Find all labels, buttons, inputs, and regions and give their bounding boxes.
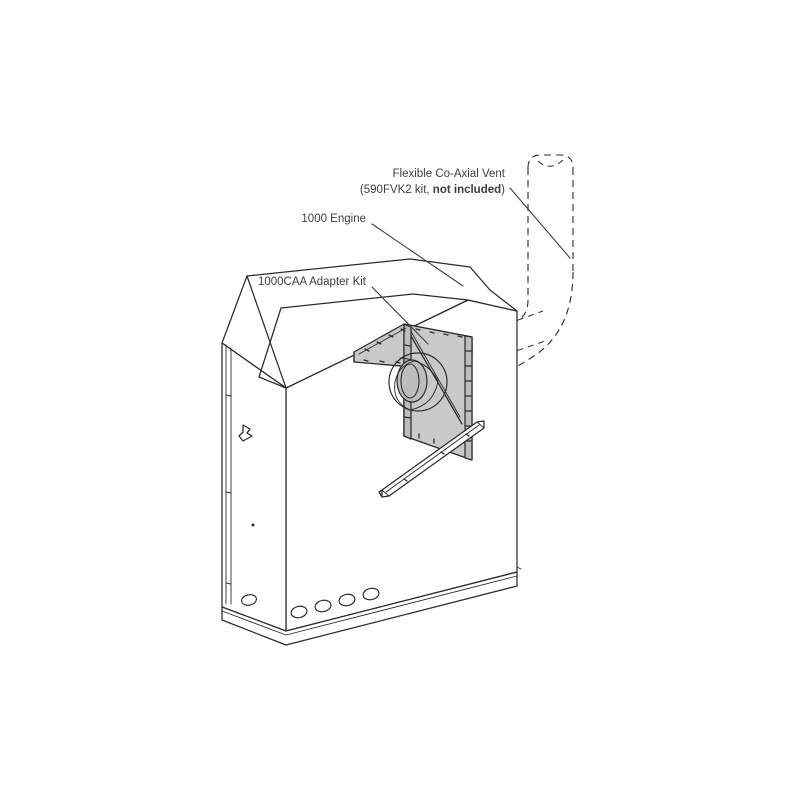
callout-adapter-label: 1000CAA Adapter Kit (258, 276, 367, 288)
collar-outer-ring (388, 352, 448, 412)
callout-engine-label: 1000 Engine (301, 213, 366, 225)
callout-leader-lines (371, 187, 571, 345)
cabinet-top-face (221, 258, 518, 389)
trim-rail-part (378, 420, 485, 498)
vent-hole (290, 605, 308, 619)
callout-vent-line2-prefix: (590FVK2 kit, (360, 184, 433, 196)
leader-engine (371, 223, 464, 287)
callout-vent-line2: (590FVK2 kit, not included) (360, 184, 505, 196)
leader-adapter (371, 286, 429, 345)
callout-labels: Flexible Co-Axial Vent (590FVK2 kit, not… (258, 168, 506, 288)
rivet-dot (251, 523, 255, 527)
leader-vent (509, 187, 571, 259)
cabinet-vent-holes (241, 587, 380, 619)
cabinet-left-face (221, 342, 287, 632)
vent-hole (314, 599, 332, 613)
vent-hole (362, 587, 380, 601)
vent-collar (388, 352, 448, 412)
callout-vent-line1: Flexible Co-Axial Vent (393, 168, 506, 180)
flame-symbol-icon (238, 424, 253, 442)
adapter-flange-screws-right (465, 350, 472, 442)
callout-vent-line2-bold: not included (433, 184, 501, 196)
cabinet-base-plinth (221, 571, 518, 646)
vent-hole (241, 594, 257, 606)
adapter-flange-screws-top (364, 328, 463, 352)
callout-vent-line2-suffix: ) (501, 184, 505, 196)
collar-mouth (400, 363, 420, 399)
fireplace-cabinet (221, 258, 522, 646)
vent-hole (338, 593, 356, 607)
